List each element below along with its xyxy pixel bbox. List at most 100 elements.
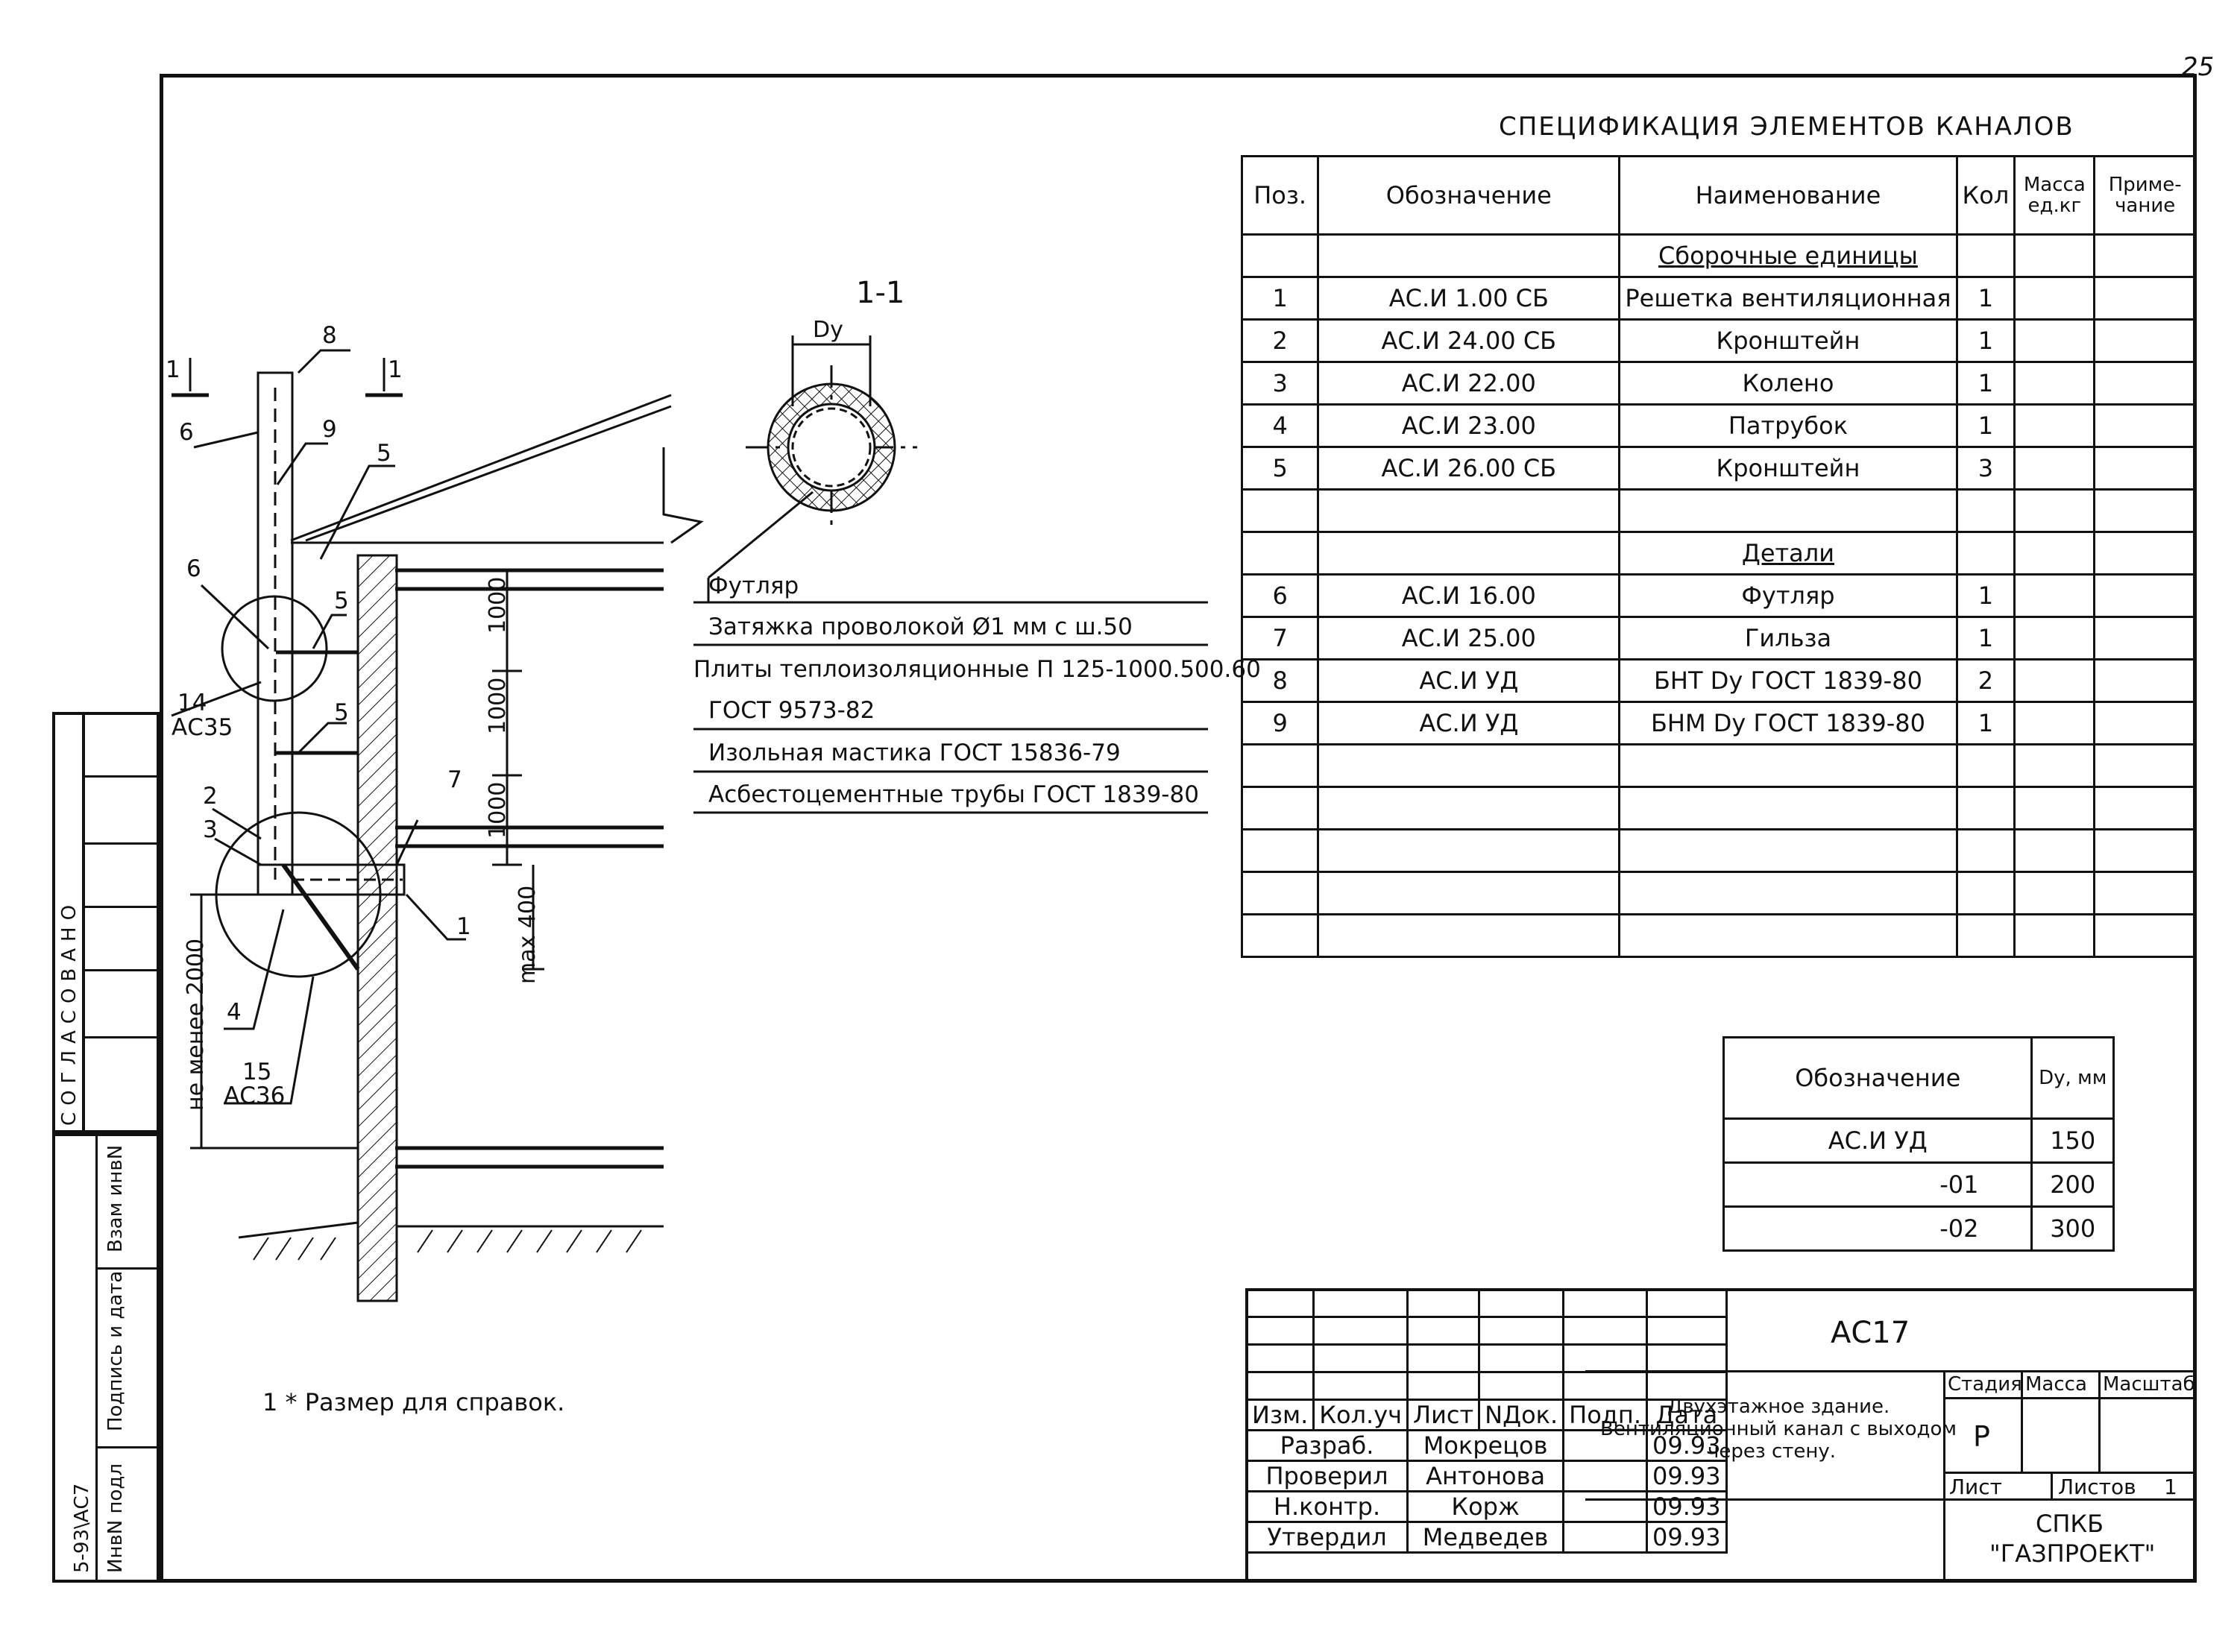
cell-code: АС.И 16.00	[1317, 573, 1621, 618]
dy-code: -02	[1722, 1205, 2033, 1252]
stamp-col: Дата	[1646, 1399, 1728, 1431]
cell-qty: 1	[1955, 276, 2016, 321]
stage-label: Стадия	[1948, 1373, 2022, 1396]
doc-code: 5-93\АС7	[71, 1483, 93, 1573]
table-row: -02 300	[1722, 1205, 2115, 1252]
cell-code: АС.И 24.00 СБ	[1317, 318, 1621, 363]
person-date: 09.93	[1646, 1521, 1728, 1554]
label-4: 4	[227, 999, 242, 1026]
person-role: Н.контр.	[1245, 1490, 1409, 1523]
table-row: 4 АС.И 23.00 Патрубок 1	[1240, 403, 2197, 448]
dim-1000-mid: 1000	[485, 677, 511, 734]
cell-qty: 1	[1955, 318, 2016, 363]
cell-qty: 1	[1955, 573, 2016, 618]
person-role: Разраб.	[1245, 1429, 1409, 1462]
label-7: 7	[447, 766, 462, 793]
org-line-2: "ГАЗПРОЕКТ"	[1989, 1539, 2156, 1568]
table-row	[1240, 743, 2197, 788]
cell-name: Футляр	[1618, 573, 1958, 618]
cell-pos: 6	[1240, 573, 1320, 618]
spec-header-name: Наименование	[1618, 155, 1958, 236]
person-date: 09.93	[1646, 1490, 1728, 1523]
org-line-1: СПКБ	[2036, 1510, 2104, 1538]
sheet-label: Лист	[1949, 1475, 2002, 1499]
dy-code: АС.И УД	[1722, 1117, 2033, 1164]
cell-name: БНМ Dy ГОСТ 1839-80	[1618, 701, 1958, 745]
cell-qty: 1	[1955, 361, 2016, 406]
label-ac35: АС35	[172, 714, 233, 741]
cell-pos: 2	[1240, 318, 1320, 363]
table-row: 3 АС.И 22.00 Колено 1	[1240, 361, 2197, 406]
cell-pos: 3	[1240, 361, 1320, 406]
cell-pos: 1	[1240, 276, 1320, 321]
technical-drawing	[171, 335, 1208, 1302]
table-row	[1240, 786, 2197, 830]
label-5c: 5	[334, 699, 349, 726]
stamp-col: NДок.	[1478, 1399, 1565, 1431]
stamp-person-row: Разраб. Мокрецов 09.93	[1245, 1429, 1728, 1462]
label-2: 2	[203, 783, 218, 810]
stamp-grid: Изм. Кол.уч Лист NДок. Подп. Дата Разраб…	[1245, 1288, 1728, 1554]
cell-name: БНТ Dy ГОСТ 1839-80	[1618, 658, 1958, 703]
stamp-col: Кол.уч	[1312, 1399, 1409, 1431]
table-row: Детали	[1240, 531, 2197, 576]
table-row: 1 АС.И 1.00 СБ Решетка вентиляционная 1	[1240, 276, 2197, 321]
spec-title: СПЕЦИФИКАЦИЯ ЭЛЕМЕНТОВ КАНАЛОВ	[1499, 112, 2074, 142]
dy-header-row: Обозначение Dy, мм	[1722, 1036, 2115, 1120]
stamp-col: Лист	[1406, 1399, 1481, 1431]
table-row	[1240, 488, 2197, 533]
material-0: Футляр	[708, 573, 799, 599]
material-4: Изольная мастика ГОСТ 15836-79	[708, 740, 1121, 766]
person-name: Медведев	[1406, 1521, 1565, 1554]
dy-label: Dy	[813, 317, 843, 343]
dy-header-dy: Dy, мм	[2030, 1036, 2115, 1120]
cell-code: АС.И 23.00	[1317, 403, 1621, 448]
cell-code: АС.И 22.00	[1317, 361, 1621, 406]
label-5b: 5	[334, 587, 349, 614]
spec-header-mass: Масса ед.кг	[2013, 155, 2096, 236]
cell-pos: 7	[1240, 616, 1320, 661]
person-role: Утвердил	[1245, 1521, 1409, 1554]
person-date: 09.93	[1646, 1429, 1728, 1462]
section-pipe-inner	[787, 403, 876, 492]
material-5: Асбестоцементные трубы ГОСТ 1839-80	[708, 781, 1199, 808]
cell-pos: 9	[1240, 701, 1320, 745]
cell-code: АС.И 26.00 СБ	[1317, 446, 1621, 491]
table-row: АС.И УД 150	[1722, 1117, 2115, 1164]
reference-note: 1 * Размер для справок.	[262, 1388, 565, 1416]
table-row: 9 АС.И УД БНМ Dy ГОСТ 1839-80 1	[1240, 701, 2197, 745]
spec-header-qty: Кол	[1955, 155, 2016, 236]
vzam-label: Взам инвN	[104, 1144, 127, 1252]
label-8: 8	[322, 322, 337, 349]
stamp-person-row: Н.контр. Корж 09.93	[1245, 1490, 1728, 1523]
spec-header-note: Приме- чание	[2093, 155, 2197, 236]
spec-header-pos: Поз.	[1240, 155, 1320, 236]
description-line-3: через стену.	[1708, 1440, 1837, 1463]
person-name: Антонова	[1406, 1460, 1565, 1492]
table-row: 8 АС.И УД БНТ Dy ГОСТ 1839-80 2	[1240, 658, 2197, 703]
inv-label: ИнвN подл	[104, 1463, 127, 1573]
scale-label: Масштаб	[2103, 1373, 2195, 1396]
cell-pos: 8	[1240, 658, 1320, 703]
section-label: 1-1	[856, 276, 905, 310]
material-2: Плиты теплоизоляционные П 125-1000.500.6…	[693, 656, 1261, 683]
podpis-label: Подпись и дата	[104, 1270, 127, 1431]
label-9: 9	[322, 416, 337, 443]
table-row: 6 АС.И 16.00 Футляр 1	[1240, 573, 2197, 618]
dy-value: 300	[2030, 1205, 2115, 1252]
dim-max-400: max 400	[515, 885, 541, 984]
dy-value: 200	[2030, 1161, 2115, 1208]
cell-pos: 5	[1240, 446, 1320, 491]
table-row: Сборочные единицы	[1240, 233, 2197, 278]
signature-strip	[52, 1133, 160, 1583]
person-name: Корж	[1406, 1490, 1565, 1523]
person-name: Мокрецов	[1406, 1429, 1565, 1462]
cell-qty: 1	[1955, 701, 2016, 745]
stamp-header-row: Изм. Кол.уч Лист NДок. Подп. Дата	[1245, 1399, 1728, 1431]
dim-min-2000: не менее 2000	[183, 938, 209, 1111]
stamp-person-row: Утвердил Медведев 09.93	[1245, 1521, 1728, 1554]
section-assembly: Сборочные единицы	[1618, 233, 1958, 278]
cell-name: Кронштейн	[1618, 446, 1958, 491]
cell-qty: 2	[1955, 658, 2016, 703]
drawing-code: АС17	[1831, 1316, 1910, 1350]
